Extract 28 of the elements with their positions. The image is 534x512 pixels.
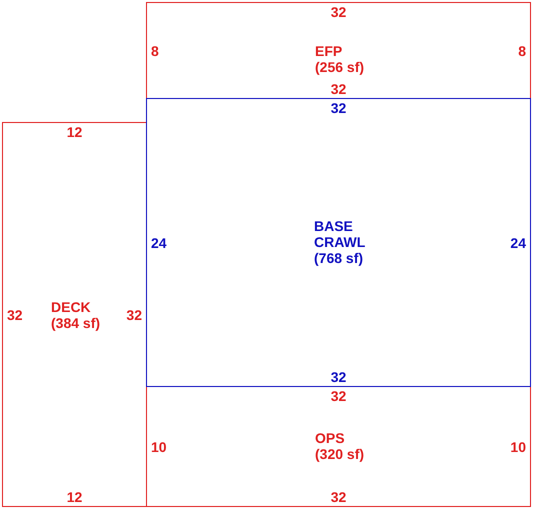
width-dimension: 32 <box>330 388 346 404</box>
room-label: BASE CRAWL <box>314 218 366 250</box>
room-label: (768 sf) <box>314 250 364 266</box>
room-outline <box>146 98 531 387</box>
room-outline <box>2 122 147 507</box>
room-label: EFP <box>315 43 344 59</box>
depth-dimension: 10 <box>151 438 167 454</box>
width-dimension: 32 <box>330 81 346 97</box>
width-dimension: 32 <box>330 100 346 116</box>
width-dimension: 32 <box>330 369 346 385</box>
width-dimension: 32 <box>330 4 346 20</box>
depth-dimension: 32 <box>7 306 23 322</box>
room-outline <box>146 386 531 507</box>
room-label: (256 sf) <box>315 59 366 75</box>
width-dimension: 32 <box>330 489 346 505</box>
room-label: OPS <box>315 430 346 446</box>
width-dimension: 12 <box>66 489 82 505</box>
depth-dimension: 10 <box>510 438 526 454</box>
depth-dimension: 8 <box>518 42 526 58</box>
depth-dimension: 24 <box>510 234 526 250</box>
room-label: (384 sf) <box>51 315 102 331</box>
depth-dimension: 32 <box>126 306 142 322</box>
room-outline <box>146 2 531 99</box>
room-label: DECK <box>51 299 92 315</box>
depth-dimension: 8 <box>151 42 159 58</box>
depth-dimension: 24 <box>151 234 167 250</box>
room-label: (320 sf) <box>315 446 366 462</box>
width-dimension: 12 <box>66 124 82 140</box>
